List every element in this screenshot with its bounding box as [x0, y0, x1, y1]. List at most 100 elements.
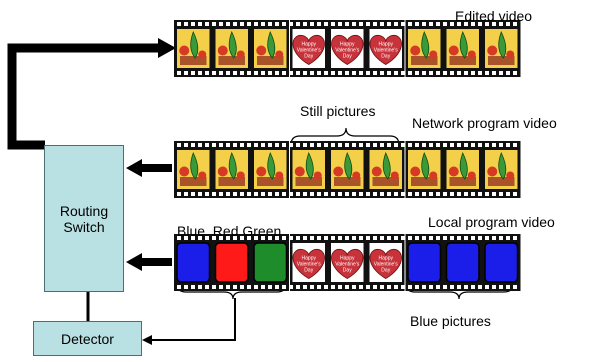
sprocket-hole [492, 192, 496, 196]
sprocket-hole [177, 22, 181, 26]
sprocket-hole [345, 71, 349, 75]
sprocket-hole [352, 192, 356, 196]
sprocket-hole [233, 71, 237, 75]
sprocket-hole [310, 236, 314, 240]
sprocket-hole [380, 143, 384, 147]
sprocket-hole [359, 236, 363, 240]
sprocket-hole [296, 71, 300, 75]
sprocket-hole [338, 143, 342, 147]
red-picture-frame [214, 242, 249, 283]
sprocket-hole [317, 285, 321, 289]
sprocket-hole [352, 285, 356, 289]
heart-frame-text: Valentine's [374, 48, 398, 54]
sprocket-hole [282, 71, 286, 75]
sprocket-hole [352, 236, 356, 240]
pot-base [295, 177, 322, 186]
sprocket-hole [317, 192, 321, 196]
plant-icon [190, 151, 199, 180]
sprocket-hole [191, 192, 195, 196]
sprocket-hole [303, 285, 307, 289]
pot-base [334, 177, 361, 186]
sprocket-hole [478, 236, 482, 240]
pot-base [449, 177, 476, 186]
sprocket-hole [198, 143, 202, 147]
sprocket-hole [233, 22, 237, 26]
sprocket-hole [408, 285, 412, 289]
sprocket-hole [394, 71, 398, 75]
sprocket-hole [240, 285, 244, 289]
flower-icon [487, 45, 498, 56]
sprocket-hole [191, 143, 195, 147]
local-arrowhead [126, 253, 142, 271]
sprocket-hole [450, 236, 454, 240]
flower-icon [410, 45, 421, 56]
heart-frame-text: Happy [340, 42, 355, 48]
sprocket-hole [387, 192, 391, 196]
sprocket-hole [240, 143, 244, 147]
sprocket-hole [177, 285, 181, 289]
plant-icon [228, 151, 237, 180]
sprocket-hole [387, 143, 391, 147]
switch-to-edited-arrow [7, 43, 160, 150]
sprocket-hole [492, 285, 496, 289]
sprocket-hole [401, 285, 405, 289]
sprocket-hole [394, 285, 398, 289]
sprocket-hole [226, 143, 230, 147]
sprocket-hole [499, 285, 503, 289]
sprocket-hole [184, 22, 188, 26]
sprocket-hole [422, 143, 426, 147]
sprocket-hole [478, 285, 482, 289]
flower-icon [217, 45, 228, 56]
sprocket-hole [184, 192, 188, 196]
sprocket-hole [366, 22, 370, 26]
sprocket-hole [289, 192, 293, 196]
local-video-strip: HappyValentine'sDayHappyValentine'sDayHa… [174, 234, 521, 291]
sprocket-hole [303, 71, 307, 75]
sprocket-hole [254, 22, 258, 26]
flower-icon [352, 171, 361, 180]
sprocket-hole [359, 285, 363, 289]
sprocket-hole [212, 22, 216, 26]
sprocket-hole [359, 192, 363, 196]
local-program-video-label: Local program video [428, 214, 555, 230]
heart-icon [292, 249, 325, 279]
pot-base [449, 56, 476, 65]
sprocket-hole [366, 192, 370, 196]
sprocket-hole [366, 71, 370, 75]
sprocket-hole [513, 285, 517, 289]
heart-frame-text: Happy [302, 42, 317, 48]
sprocket-hole [191, 285, 195, 289]
sprocket-hole [317, 236, 321, 240]
flower-icon [487, 166, 498, 177]
sprocket-hole [198, 236, 202, 240]
sprocket-hole [373, 143, 377, 147]
sprocket-hole [401, 236, 405, 240]
sprocket-hole [359, 22, 363, 26]
flower-icon [313, 171, 322, 180]
sprocket-hole [296, 192, 300, 196]
sprocket-hole [485, 236, 489, 240]
sprocket-hole [303, 22, 307, 26]
heart-icon [369, 35, 402, 65]
sprocket-hole [457, 192, 461, 196]
flower-icon [429, 50, 438, 59]
sprocket-hole [387, 236, 391, 240]
sprocket-hole [282, 236, 286, 240]
sprocket-hole [247, 71, 251, 75]
heart-icon [331, 35, 364, 65]
sprocket-hole [282, 22, 286, 26]
sprocket-hole [226, 71, 230, 75]
sprocket-hole [289, 285, 293, 289]
sprocket-hole [338, 22, 342, 26]
sprocket-hole [233, 285, 237, 289]
sprocket-hole [478, 71, 482, 75]
sprocket-hole [184, 71, 188, 75]
sprocket-hole [373, 71, 377, 75]
sprocket-hole [401, 192, 405, 196]
sprocket-hole [499, 71, 503, 75]
flower-icon [467, 171, 476, 180]
sprocket-hole [317, 143, 321, 147]
sprocket-hole [345, 22, 349, 26]
flower-icon [198, 171, 207, 180]
pot-base [180, 177, 207, 186]
